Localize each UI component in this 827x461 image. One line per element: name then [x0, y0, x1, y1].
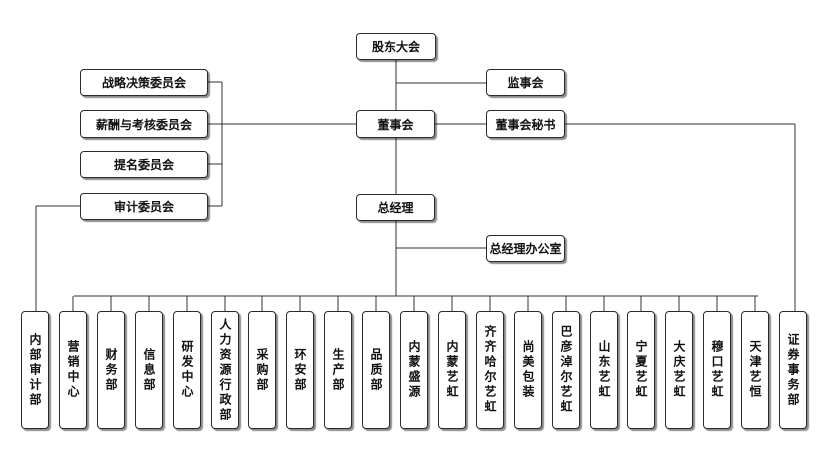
board-secretary-box: 董事会秘书	[486, 110, 565, 138]
department-box: 研发中心	[173, 311, 201, 429]
department-box: 财务部	[97, 311, 125, 429]
gm-office-box: 总经理办公室	[486, 235, 565, 262]
department-box: 证券事务部	[779, 311, 807, 429]
committee-box: 审计委员会	[80, 193, 208, 220]
department-box: 尚美包装	[514, 311, 542, 429]
board-of-directors-box: 董事会	[356, 110, 435, 138]
supervisory-board-box: 监事会	[486, 69, 565, 96]
shareholders-meeting-box: 股东大会	[356, 33, 436, 60]
department-box: 采购部	[248, 311, 276, 429]
department-box: 巴彦淖尔艺虹	[552, 311, 580, 429]
department-box: 穆口艺虹	[703, 311, 731, 429]
department-box: 宁夏艺虹	[627, 311, 655, 429]
department-box: 山东艺虹	[590, 311, 618, 429]
department-box: 天津艺恒	[741, 311, 769, 429]
department-box: 环安部	[286, 311, 314, 429]
department-box: 大庆艺虹	[665, 311, 693, 429]
department-box: 营销中心	[59, 311, 87, 429]
department-box: 内部审计部	[21, 311, 49, 429]
committee-box: 提名委员会	[80, 151, 208, 178]
committee-box: 战略决策委员会	[80, 69, 208, 96]
department-box: 品质部	[362, 311, 390, 429]
department-box: 齐齐哈尔艺虹	[476, 311, 504, 429]
department-box: 信息部	[135, 311, 163, 429]
committee-box: 薪酬与考核委员会	[80, 110, 208, 138]
department-box: 内蒙盛源	[400, 311, 428, 429]
department-box: 内蒙艺虹	[438, 311, 466, 429]
department-box: 人力资源行政部	[211, 311, 239, 429]
general-manager-box: 总经理	[356, 194, 435, 221]
department-box: 生产部	[324, 311, 352, 429]
